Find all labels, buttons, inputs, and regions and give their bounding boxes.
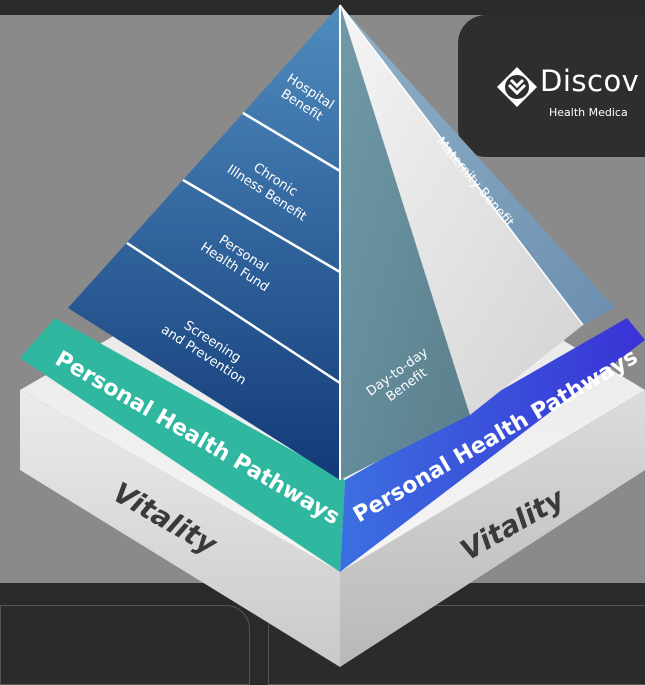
pyramid-white-face — [340, 5, 583, 415]
svg-text:Vitality: Vitality — [455, 481, 572, 567]
svg-text:Maternity Benefit: Maternity Benefit — [433, 134, 517, 230]
label-screening-and-prevention: Screening and Prevention — [158, 318, 248, 388]
pyramid-diagram — [20, 4, 645, 667]
svg-text:Personal Health Pathways: Personal Health Pathways — [51, 347, 344, 531]
pyramid-labels: Hospital Benefit Chronic Illness Benefit… — [51, 71, 642, 567]
band-left — [20, 318, 345, 572]
brand-subtitle: Health Medica — [549, 106, 628, 119]
label-maternity-benefit: Maternity Benefit — [433, 134, 517, 230]
vitality-right-label: Vitality — [455, 481, 572, 567]
pyramid-left-face — [68, 5, 340, 480]
page: Discov Health Medica — [0, 4, 645, 685]
svg-text:Vitality: Vitality — [107, 476, 224, 562]
band-left-label: Personal Health Pathways — [51, 347, 344, 531]
pyramid-maternity-face — [340, 5, 615, 325]
base-right-side — [340, 390, 645, 667]
discovery-badge-icon — [497, 67, 537, 107]
logo-card — [458, 15, 645, 157]
base-left-side — [20, 390, 340, 667]
pyramid-day-face — [340, 5, 470, 480]
label-hospital-benefit: Hospital Benefit — [278, 71, 337, 124]
brand-name: Discov — [540, 64, 640, 98]
label-personal-health-fund: Personal Health Fund — [198, 233, 272, 295]
vitality-left-label: Vitality — [107, 476, 224, 562]
label-day-to-day-benefit: Day-to-day Benefit — [364, 345, 431, 405]
label-chronic-illness-benefit: Chronic Illness Benefit — [224, 160, 309, 224]
band-right — [340, 318, 645, 572]
